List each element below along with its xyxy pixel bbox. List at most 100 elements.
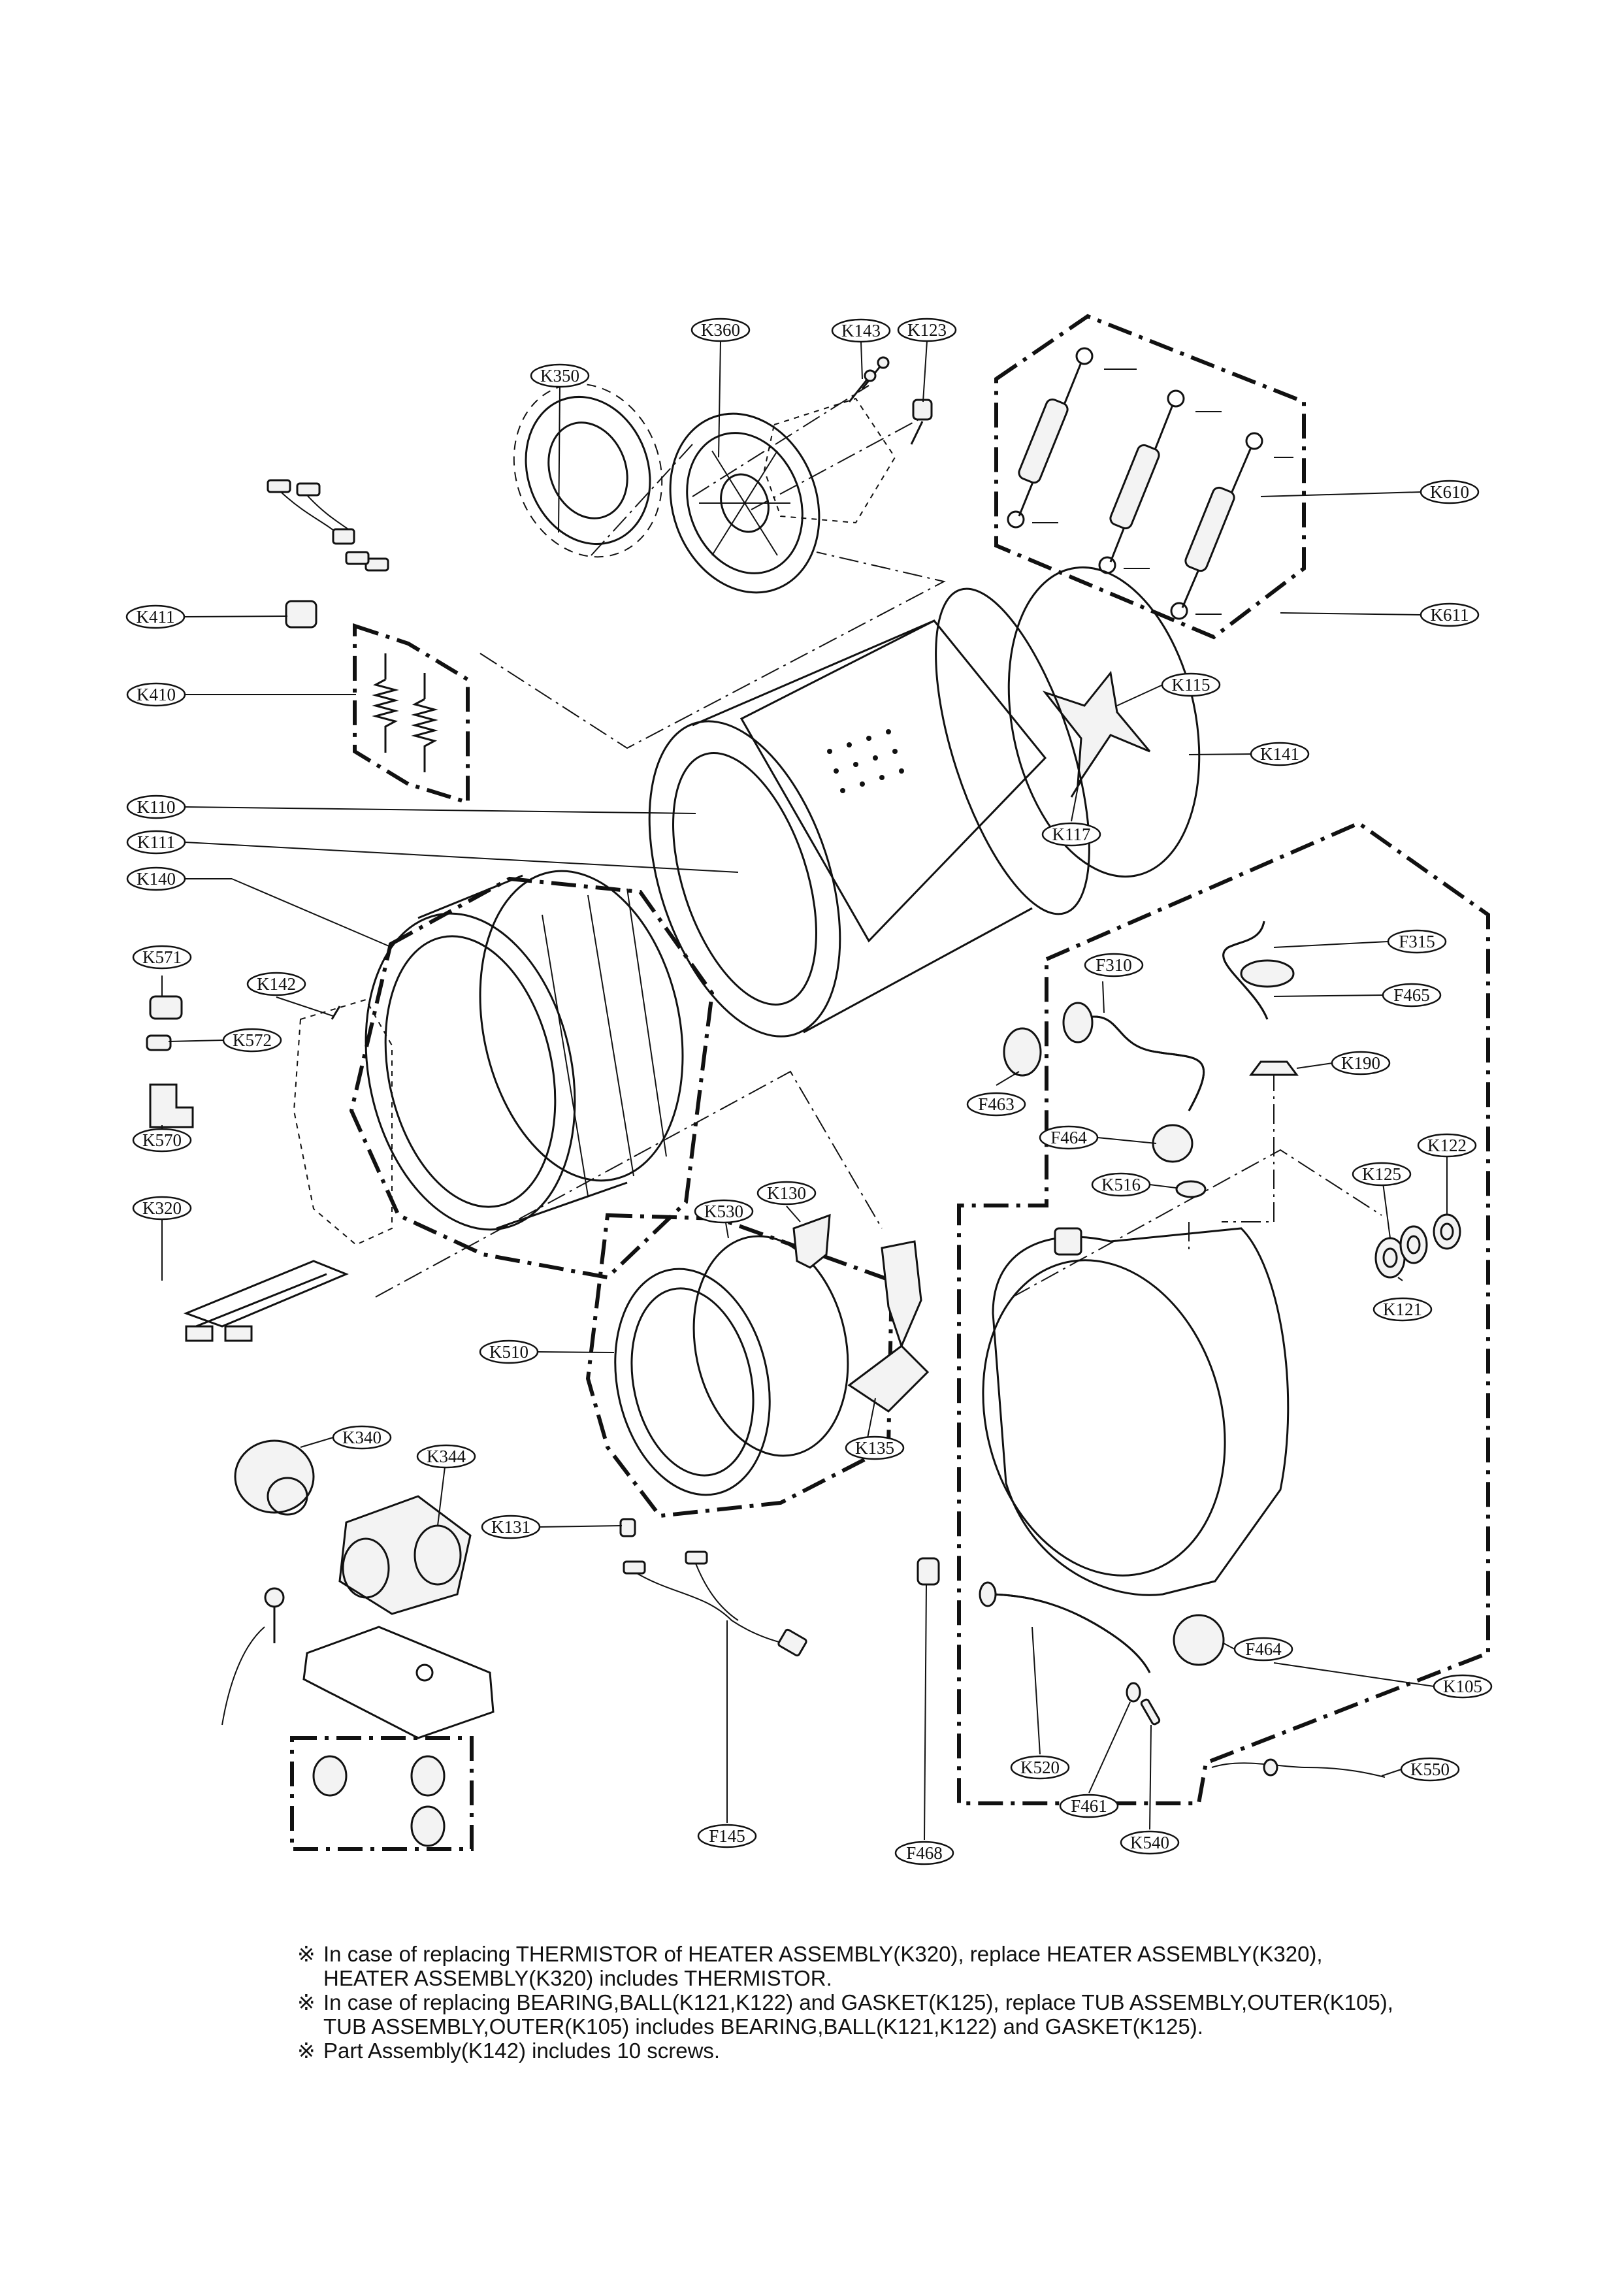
- svg-text:K550: K550: [1410, 1760, 1450, 1779]
- hinge-k135: [847, 1345, 930, 1413]
- svg-text:K410: K410: [137, 685, 176, 704]
- latch-k130: [792, 1213, 922, 1349]
- label-k190: K190: [1331, 1051, 1391, 1075]
- label-k110: K110: [126, 795, 186, 819]
- svg-text:K130: K130: [767, 1183, 806, 1203]
- label-k571: K571: [132, 945, 192, 970]
- gasket-group-boundary: [585, 1213, 894, 1518]
- cap-f464-lower: [1173, 1614, 1225, 1666]
- outer-tub-group-boundary: [957, 821, 1490, 1805]
- label-k123: K123: [897, 318, 957, 342]
- nozzle-k571: [149, 995, 183, 1020]
- hose-f310: [1062, 1002, 1205, 1111]
- note-line: In case of replacing THERMISTOR of HEATE…: [323, 1942, 1323, 1966]
- svg-text:F315: F315: [1399, 932, 1435, 951]
- label-k142: K142: [246, 972, 306, 996]
- svg-text:F468: F468: [906, 1843, 943, 1863]
- label-k121: K121: [1372, 1297, 1433, 1322]
- pump-feet-group-boundary: [290, 1736, 474, 1851]
- label-f315: F315: [1387, 929, 1447, 954]
- cap-f463: [1003, 1027, 1042, 1077]
- feet: [312, 1755, 446, 1847]
- svg-text:F464: F464: [1050, 1128, 1087, 1147]
- label-k410: K410: [126, 682, 186, 707]
- drum-k110: [648, 587, 1090, 1038]
- svg-text:F464: F464: [1245, 1639, 1282, 1659]
- screw-k142: [331, 1006, 341, 1020]
- svg-text:K350: K350: [540, 366, 579, 385]
- assembly-line-k123: [751, 418, 922, 510]
- wire-k550: [1211, 1758, 1386, 1778]
- svg-text:K572: K572: [233, 1030, 272, 1050]
- bolt-k143: [848, 356, 890, 402]
- label-k111: K111: [126, 830, 186, 855]
- svg-text:K135: K135: [855, 1438, 894, 1458]
- label-f310: F310: [1084, 953, 1144, 977]
- wire-harness-top: [267, 479, 389, 572]
- rotor-k350: [513, 383, 663, 558]
- svg-text:K141: K141: [1260, 744, 1299, 764]
- label-k350: K350: [530, 363, 590, 388]
- dashed-outline-front: [293, 998, 393, 1246]
- svg-text:K117: K117: [1052, 825, 1091, 844]
- svg-text:F461: F461: [1071, 1796, 1107, 1816]
- note-mark: ※: [297, 1942, 316, 1966]
- label-k360: K360: [690, 318, 751, 342]
- svg-text:K360: K360: [701, 320, 740, 340]
- note-line-continued: HEATER ASSEMBLY(K320) includes THERMISTO…: [323, 1966, 832, 1990]
- svg-text:K510: K510: [489, 1342, 528, 1362]
- sensor-k540: [1140, 1698, 1161, 1726]
- svg-text:K142: K142: [257, 974, 296, 994]
- spider-k115: [1042, 670, 1151, 788]
- clamp-f461: [1126, 1682, 1141, 1703]
- label-k131: K131: [481, 1515, 541, 1539]
- drum-ring-k141: [1007, 566, 1201, 878]
- label-k411: K411: [125, 604, 186, 629]
- screw-k117: [1070, 780, 1082, 798]
- pump-bracket: [221, 1587, 495, 1739]
- note-line: In case of replacing BEARING,BALL(K121,K…: [323, 1990, 1393, 2014]
- label-k570: K570: [132, 1128, 192, 1153]
- note-mark: ※: [297, 1990, 316, 2014]
- svg-text:F463: F463: [978, 1094, 1015, 1114]
- svg-text:K411: K411: [137, 607, 175, 627]
- clip-k572: [146, 1034, 172, 1051]
- assembly-line-k143: [692, 385, 869, 497]
- svg-text:K611: K611: [1431, 605, 1469, 625]
- svg-text:K123: K123: [907, 320, 947, 340]
- connector-f468: [917, 1557, 940, 1586]
- label-f461: F461: [1059, 1794, 1119, 1818]
- label-k550: K550: [1400, 1757, 1460, 1782]
- drain-hose-k520: [979, 1581, 1151, 1673]
- replacement-notes: ※ In case of replacing THERMISTOR of HEAT…: [297, 1942, 1538, 2063]
- label-k320: K320: [132, 1196, 192, 1221]
- label-f464-lower: F464: [1233, 1637, 1293, 1662]
- svg-text:K520: K520: [1020, 1758, 1060, 1777]
- svg-text:K131: K131: [491, 1517, 530, 1537]
- svg-text:K110: K110: [137, 797, 176, 817]
- svg-text:K140: K140: [137, 869, 176, 889]
- dashed-outline-rear: [763, 397, 896, 524]
- bolt-k123: [910, 399, 933, 445]
- elbow-k570: [149, 1083, 194, 1128]
- svg-text:K540: K540: [1130, 1833, 1169, 1852]
- label-k135: K135: [845, 1435, 905, 1460]
- svg-text:K610: K610: [1430, 482, 1469, 502]
- svg-text:K320: K320: [142, 1198, 182, 1218]
- label-k125: K125: [1352, 1162, 1412, 1187]
- svg-text:K122: K122: [1427, 1136, 1467, 1155]
- seal-k516: [1175, 1180, 1207, 1198]
- assembly-line-k360: [591, 444, 693, 556]
- svg-text:K516: K516: [1101, 1175, 1141, 1194]
- label-f463: F463: [966, 1092, 1026, 1117]
- assembly-line-tub-outer: [1012, 1149, 1382, 1298]
- label-k105: K105: [1433, 1674, 1493, 1699]
- label-k122: K122: [1417, 1133, 1477, 1158]
- label-f465: F465: [1382, 983, 1442, 1008]
- svg-text:K530: K530: [704, 1202, 743, 1221]
- svg-text:K121: K121: [1383, 1300, 1422, 1319]
- note-line: Part Assembly(K142) includes 10 screws.: [323, 2039, 721, 2063]
- shock-absorber-group-boundary: [994, 314, 1306, 640]
- hose-f315: [1222, 921, 1295, 1020]
- cap-f464-upper: [1152, 1124, 1194, 1163]
